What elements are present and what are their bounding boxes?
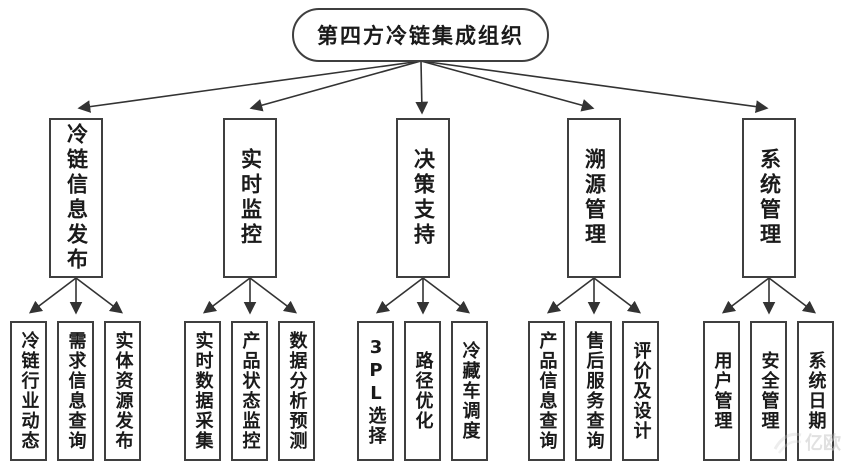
leaf-node: 3PL选择 (357, 321, 394, 461)
leaf-node: 安全管理 (750, 321, 787, 461)
root-node: 第四方冷链集成组织 (292, 8, 549, 62)
leaf-node: 实时数据采集 (184, 321, 221, 461)
branch-node-decision-support: 决策支持 (396, 118, 450, 278)
branch-label: 系统管理 (757, 148, 782, 248)
leaf-node: 冷藏车调度 (451, 321, 488, 461)
leaf-label: 安全管理 (758, 351, 780, 431)
leaf-label: 产品状态监控 (239, 331, 261, 451)
leaf-label: 评价及设计 (630, 341, 652, 441)
leaf-label: 数据分析预测 (286, 331, 308, 451)
leaf-label: 需求信息查询 (65, 331, 87, 451)
leaf-label: 产品信息查询 (536, 331, 558, 451)
leaf-label: 3PL选择 (365, 336, 387, 446)
leaf-label: 实体资源发布 (112, 331, 134, 451)
leaf-label: 路径优化 (412, 351, 434, 431)
leaf-node: 需求信息查询 (57, 321, 94, 461)
branch-node-system-management: 系统管理 (742, 118, 796, 278)
leaf-label: 售后服务查询 (583, 331, 605, 451)
leaf-node: 数据分析预测 (278, 321, 315, 461)
leaf-label: 系统日期 (805, 351, 827, 431)
branch-label: 溯源管理 (582, 148, 607, 248)
branch-label: 决策支持 (411, 148, 436, 248)
branch-node-traceability-management: 溯源管理 (567, 118, 621, 278)
leaf-label: 用户管理 (711, 351, 733, 431)
leaf-node: 产品状态监控 (231, 321, 268, 461)
branch-node-realtime-monitoring: 实时监控 (223, 118, 277, 278)
branch-label: 实时监控 (238, 148, 263, 248)
leaf-node: 售后服务查询 (575, 321, 612, 461)
leaf-node: 冷链行业动态 (10, 321, 47, 461)
leaf-label: 实时数据采集 (192, 331, 214, 451)
leaf-node: 用户管理 (703, 321, 740, 461)
leaf-node: 路径优化 (404, 321, 441, 461)
leaf-node: 评价及设计 (622, 321, 659, 461)
branch-label: 冷链信息发布 (64, 123, 89, 273)
leaf-node: 系统日期 (797, 321, 834, 461)
branch-node-cold-chain-info-release: 冷链信息发布 (49, 118, 103, 278)
leaf-label: 冷链行业动态 (18, 331, 40, 451)
leaf-label: 冷藏车调度 (459, 341, 481, 441)
leaf-node: 产品信息查询 (528, 321, 565, 461)
leaf-node: 实体资源发布 (104, 321, 141, 461)
root-node-label: 第四方冷链集成组织 (317, 24, 524, 48)
